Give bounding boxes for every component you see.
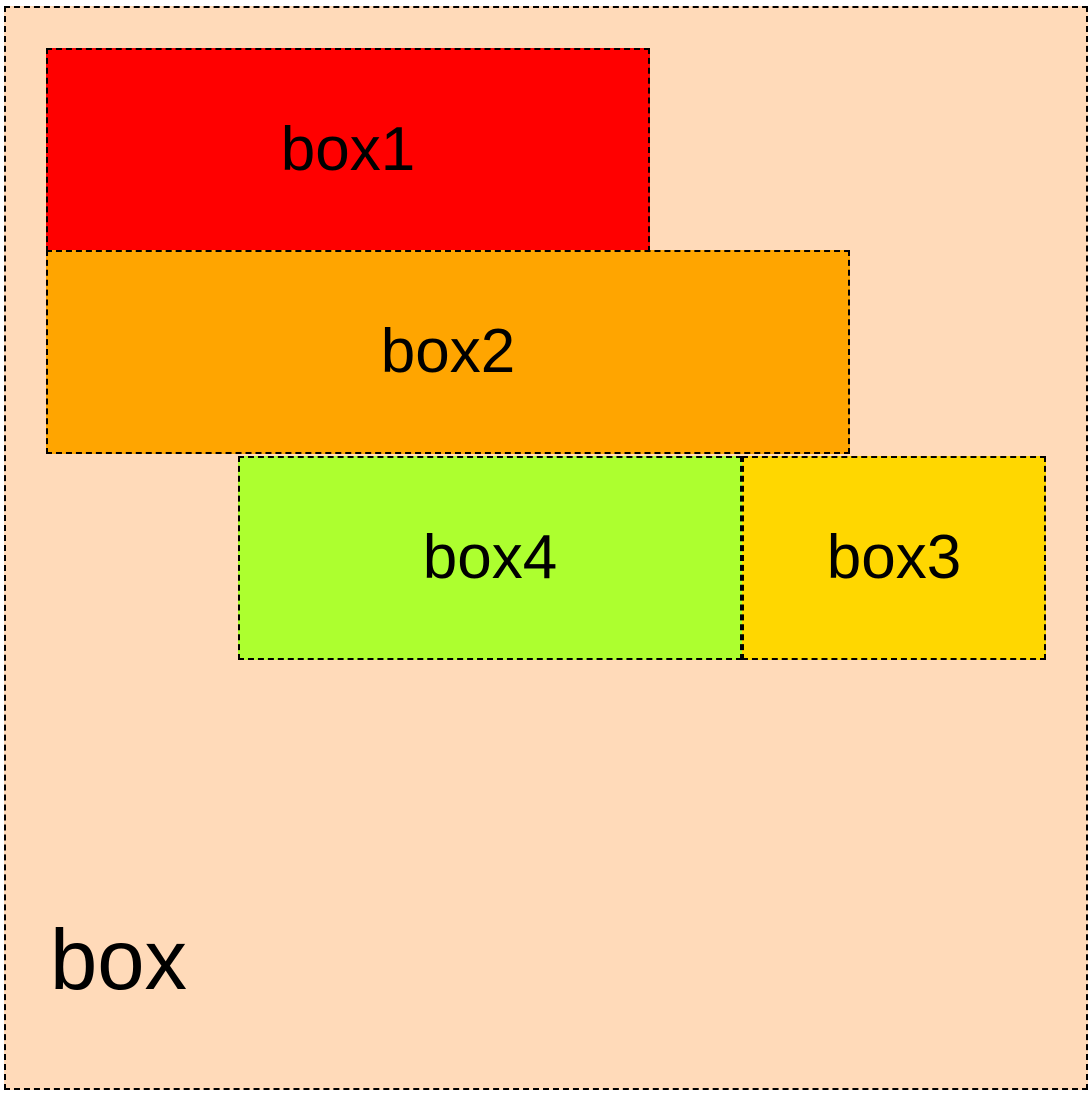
box2-label: box2 [380, 317, 516, 386]
box4: box4 [238, 456, 742, 660]
container-box-label: box [50, 913, 188, 1008]
box3-label: box3 [826, 523, 962, 592]
box3: box3 [742, 456, 1046, 660]
box1-label: box1 [280, 115, 416, 184]
container-box: box1 box2 box4 box3 box [4, 6, 1088, 1090]
box4-label: box4 [422, 523, 558, 592]
box1: box1 [46, 48, 650, 252]
box2: box2 [46, 250, 850, 454]
